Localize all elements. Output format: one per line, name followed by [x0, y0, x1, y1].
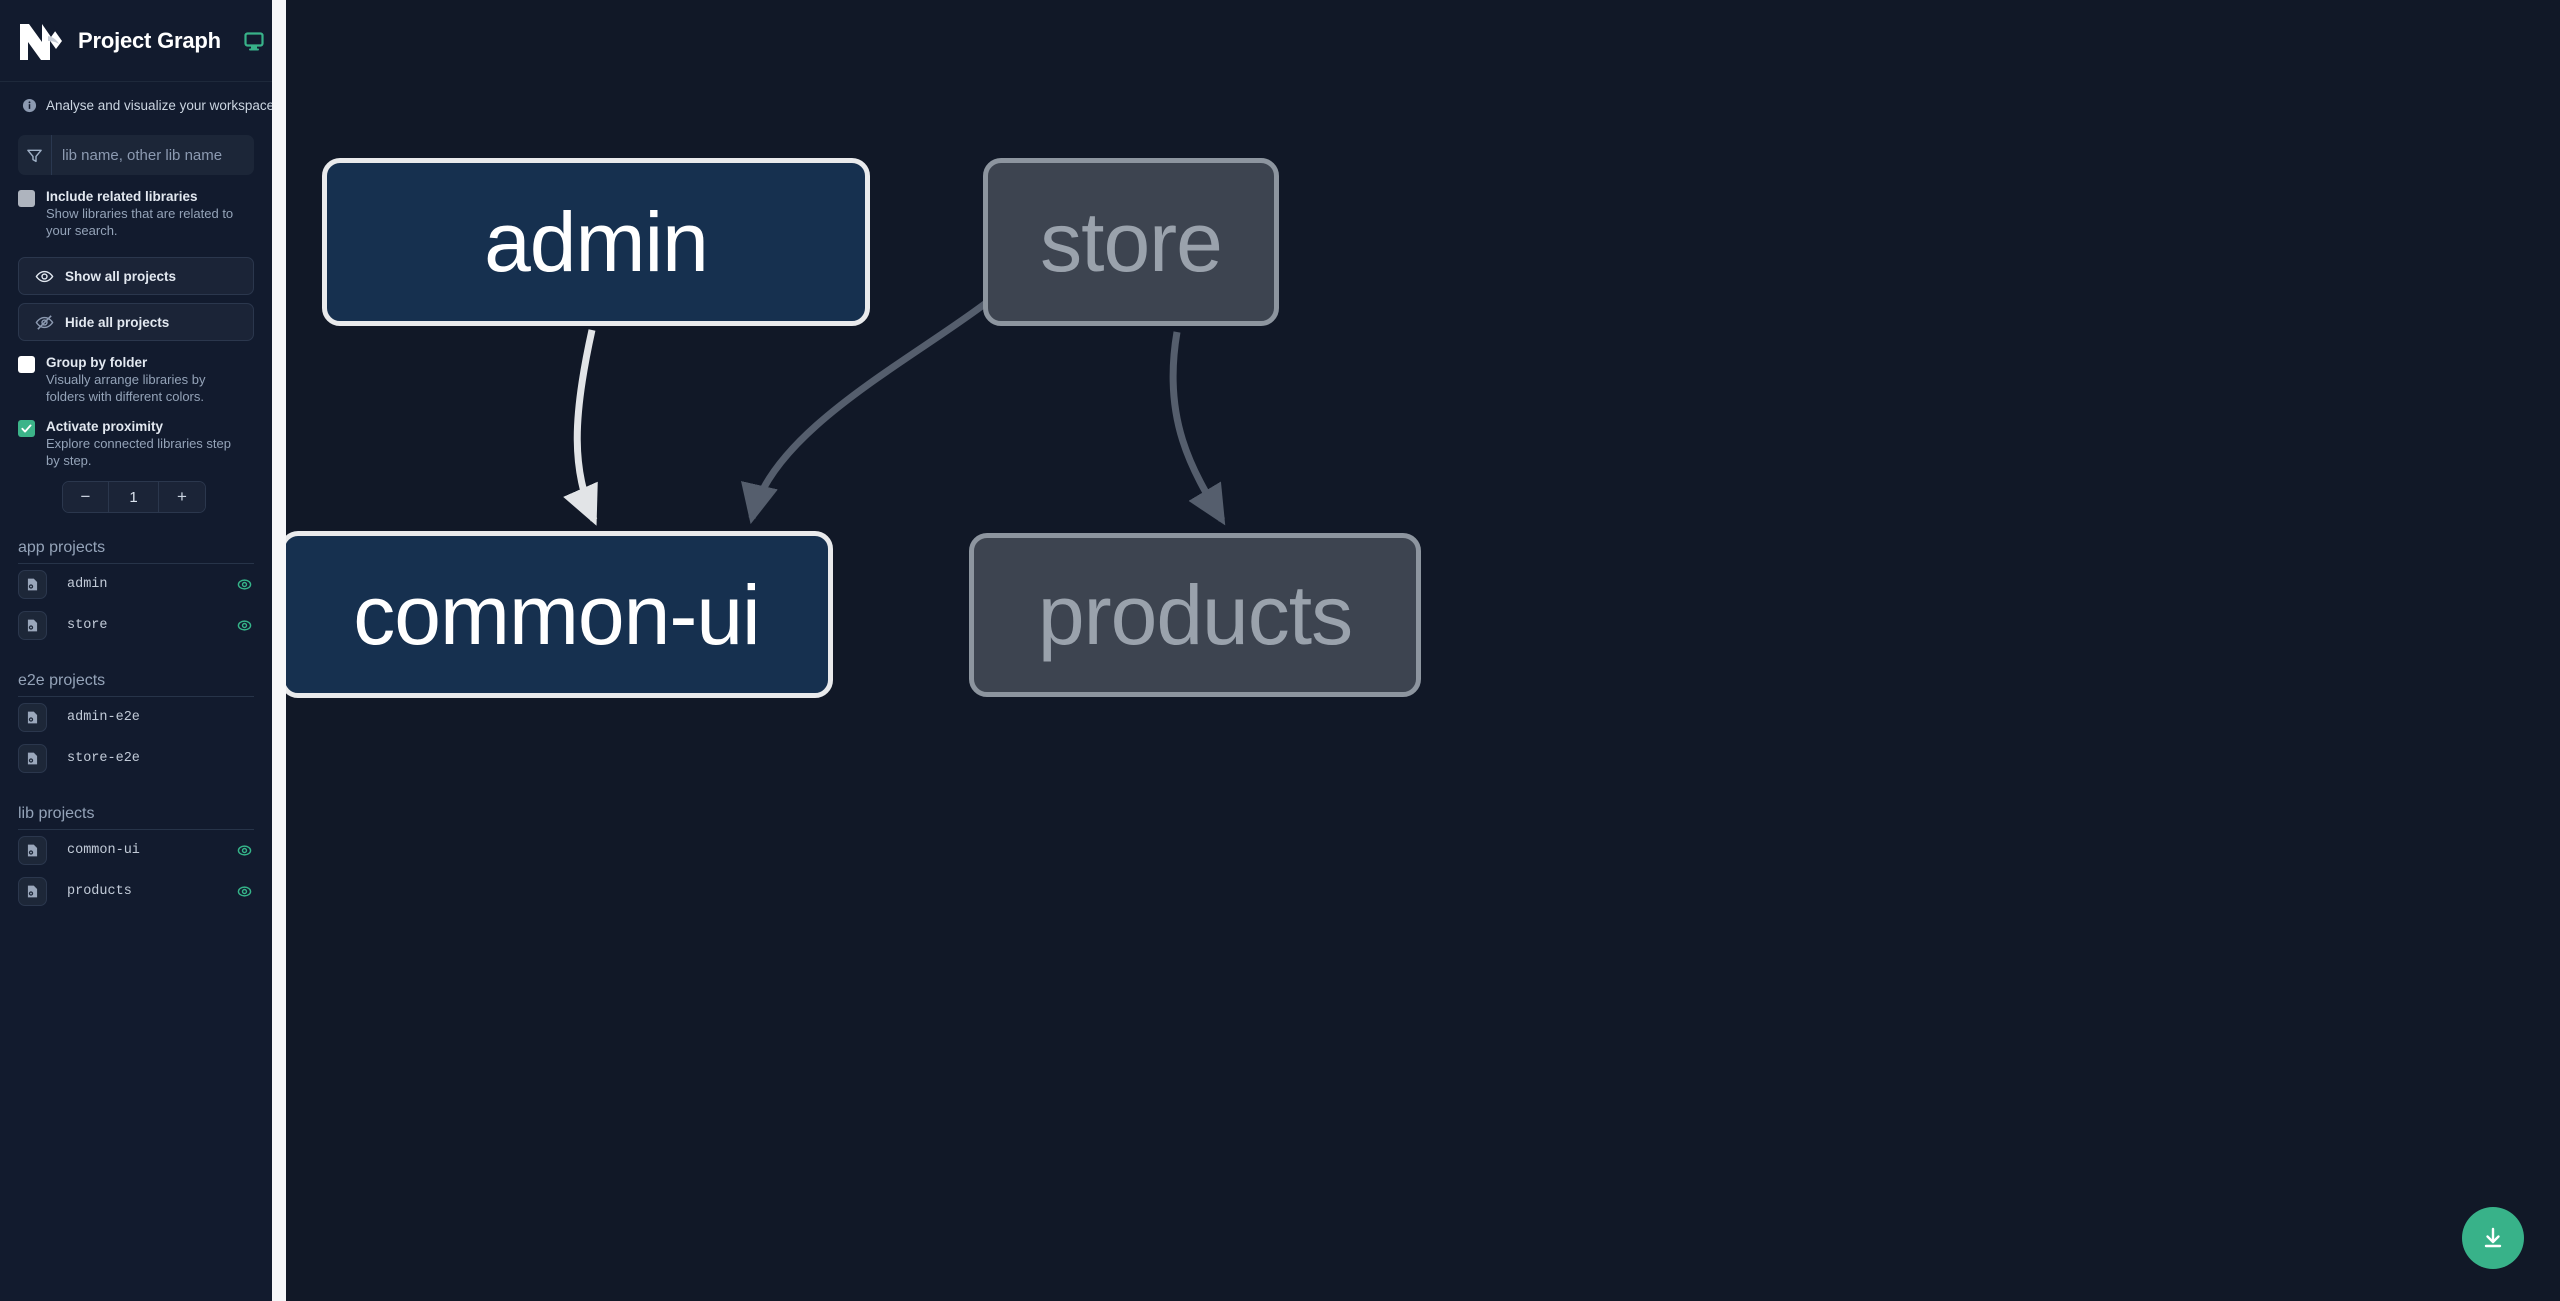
project-name: admin [67, 577, 108, 592]
graph-node-label: admin [484, 195, 709, 289]
info-banner: Analyse and visualize your workspace. [0, 82, 272, 125]
project-file-icon [18, 611, 47, 640]
proximity-stepper: − 1 + [62, 481, 206, 513]
option-description: Visually arrange libraries by folders wi… [46, 372, 206, 404]
proximity-stepper-wrap: − 1 + [0, 469, 272, 513]
search-input[interactable] [52, 135, 254, 175]
option-activate-proximity[interactable]: Activate proximity Explore connected lib… [0, 405, 272, 469]
graph-node-label: common-ui [353, 567, 760, 662]
sidebar-project-admin[interactable]: admin [18, 564, 254, 605]
group-divider [18, 563, 254, 564]
include-related-libraries-checkbox[interactable] [18, 190, 35, 207]
project-file-icon [18, 570, 47, 599]
sidebar-project-products[interactable]: products [18, 871, 254, 912]
funnel-icon[interactable] [18, 135, 52, 175]
project-file-icon [18, 744, 47, 773]
graph-node-products[interactable]: products [969, 533, 1421, 697]
option-text-group: Include related libraries Show libraries… [46, 188, 236, 239]
hide-all-projects-button[interactable]: Hide all projects [18, 303, 254, 341]
group-divider [18, 829, 254, 830]
graph-canvas[interactable]: admin store common-ui products [272, 0, 2560, 1301]
sidebar-project-admin-e2e[interactable]: admin-e2e [18, 697, 254, 738]
eye-off-icon [35, 313, 54, 332]
checkmark-icon [21, 424, 32, 433]
eye-icon [35, 267, 54, 286]
project-visibility-eye-icon[interactable] [235, 575, 254, 594]
hide-all-projects-label: Hide all projects [65, 314, 170, 330]
group-title: lib projects [18, 805, 95, 822]
sidebar-project-store[interactable]: store [18, 605, 254, 646]
option-include-related-libraries[interactable]: Include related libraries Show libraries… [0, 175, 272, 239]
option-title: Group by folder [46, 355, 148, 370]
group-e2e-projects: e2e projects admin-e2e [0, 672, 272, 779]
proximity-value: 1 [109, 482, 159, 512]
graph-node-label: store [1040, 195, 1223, 289]
option-title: Include related libraries [46, 189, 198, 204]
option-text-group: Group by folder Visually arrange librari… [46, 354, 236, 405]
project-visibility-eye-icon[interactable] [235, 841, 254, 860]
show-all-projects-label: Show all projects [65, 268, 177, 284]
project-name: store-e2e [67, 751, 140, 766]
option-description: Show libraries that are related to your … [46, 206, 234, 238]
option-description: Explore connected libraries step by step… [46, 436, 231, 468]
download-icon [2484, 1227, 2502, 1248]
group-divider [18, 696, 254, 697]
group-by-folder-checkbox[interactable] [18, 356, 35, 373]
project-file-icon [18, 877, 47, 906]
info-text: Analyse and visualize your workspace. [46, 98, 272, 113]
sidebar-scrollbar[interactable] [272, 0, 286, 1301]
group-title: app projects [18, 539, 106, 556]
project-name: products [67, 884, 132, 899]
option-group-by-folder[interactable]: Group by folder Visually arrange librari… [0, 341, 272, 405]
group-lib-projects: lib projects common-ui [0, 805, 272, 912]
download-graph-button[interactable] [2462, 1207, 2524, 1269]
project-file-icon [18, 836, 47, 865]
proximity-decrement-button[interactable]: − [63, 482, 109, 512]
project-file-icon [18, 703, 47, 732]
graph-node-common-ui[interactable]: common-ui [280, 531, 833, 698]
edge-store-to-common-ui [741, 297, 993, 525]
sidebar-project-store-e2e[interactable]: store-e2e [18, 738, 254, 779]
group-title: e2e projects [18, 672, 106, 689]
sidebar-project-common-ui[interactable]: common-ui [18, 830, 254, 871]
activate-proximity-checkbox[interactable] [18, 420, 35, 437]
sidebar: Project Graph Analyse and visualize your… [0, 0, 272, 1301]
show-all-projects-button[interactable]: Show all projects [18, 257, 254, 295]
sidebar-header: Project Graph [0, 0, 272, 82]
option-title: Activate proximity [46, 419, 164, 434]
group-app-projects: app projects admin [0, 539, 272, 646]
graph-node-store[interactable]: store [983, 158, 1279, 326]
edge-admin-to-common-ui [563, 329, 598, 526]
graph-node-admin[interactable]: admin [322, 158, 870, 326]
project-name: common-ui [67, 843, 140, 858]
project-visibility-eye-icon[interactable] [235, 616, 254, 635]
nx-logo-icon [18, 20, 64, 62]
monitor-icon[interactable] [243, 30, 265, 52]
info-icon [22, 98, 37, 113]
project-name: store [67, 618, 108, 633]
page-title: Project Graph [78, 27, 221, 53]
graph-node-label: products [1037, 568, 1353, 662]
option-text-group: Activate proximity Explore connected lib… [46, 418, 236, 469]
project-visibility-eye-icon[interactable] [235, 882, 254, 901]
proximity-increment-button[interactable]: + [159, 482, 205, 512]
graph-edges [563, 297, 1226, 526]
project-name: admin-e2e [67, 710, 140, 725]
visibility-button-group: Show all projects Hide all projects [0, 239, 272, 341]
edge-store-to-products [1169, 331, 1226, 526]
search-bar [18, 135, 254, 175]
